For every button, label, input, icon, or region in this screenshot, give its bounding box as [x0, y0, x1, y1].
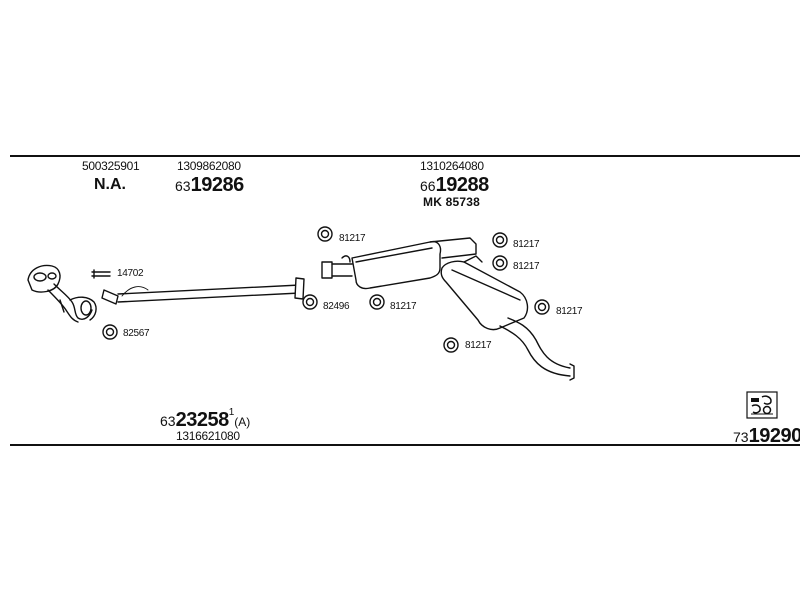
part-number: 19288	[435, 174, 490, 196]
part-number: 19290	[748, 425, 800, 447]
part-code-1309862080: 1309862080	[177, 159, 241, 173]
part-superscript: 1	[228, 407, 235, 418]
ring-label-81217-f: 81217	[465, 340, 492, 351]
part-number-6323258: 63232581(A)	[160, 407, 251, 431]
part-prefix: 63	[175, 178, 191, 194]
center-muffler	[321, 237, 477, 290]
part-suffix: (A)	[234, 415, 251, 429]
part-code-500325901: 500325901	[82, 159, 140, 173]
part-prefix: 63	[160, 413, 176, 429]
part-number-6619288: 6619288	[420, 175, 489, 195]
part-code-1316621080: 1316621080	[176, 429, 240, 443]
part-number: 19286	[190, 174, 245, 196]
rubber-ring-81217-b	[369, 294, 385, 310]
ring-label-82496: 82496	[323, 301, 350, 312]
gasket-14702	[91, 269, 111, 279]
rubber-ring-81217-e	[534, 299, 550, 315]
top-rule	[10, 155, 800, 157]
ring-label-81217-e: 81217	[556, 306, 583, 317]
ring-label-81217-d: 81217	[513, 261, 540, 272]
rubber-ring-81217-d	[492, 255, 508, 271]
part-number-7319290: 7319290	[733, 426, 800, 446]
rubber-ring-82567	[102, 324, 118, 340]
ring-label-81217-b: 81217	[390, 301, 417, 312]
part-prefix: 73	[733, 429, 749, 445]
part-status-na: N.A.	[94, 176, 126, 193]
part-prefix: 66	[420, 178, 436, 194]
assembly-kit-icon	[746, 391, 778, 419]
part-number: 23258	[175, 409, 230, 431]
rubber-ring-81217-f	[443, 337, 459, 353]
rubber-ring-82496	[302, 294, 318, 310]
exhaust-manifold	[27, 264, 97, 323]
rear-muffler	[440, 255, 575, 381]
ring-label-81217-c: 81217	[513, 239, 540, 250]
front-pipe	[101, 277, 305, 305]
part-number-6319286: 6319286	[175, 175, 244, 195]
mounting-kit-code: MK 85738	[423, 195, 480, 209]
part-code-1310264080: 1310264080	[420, 159, 484, 173]
ring-label-14702: 14702	[117, 268, 144, 279]
rubber-ring-81217-a	[317, 226, 333, 242]
bottom-rule	[10, 444, 800, 446]
ring-label-82567: 82567	[123, 328, 150, 339]
ring-label-81217-a: 81217	[339, 233, 366, 244]
rubber-ring-81217-c	[492, 232, 508, 248]
